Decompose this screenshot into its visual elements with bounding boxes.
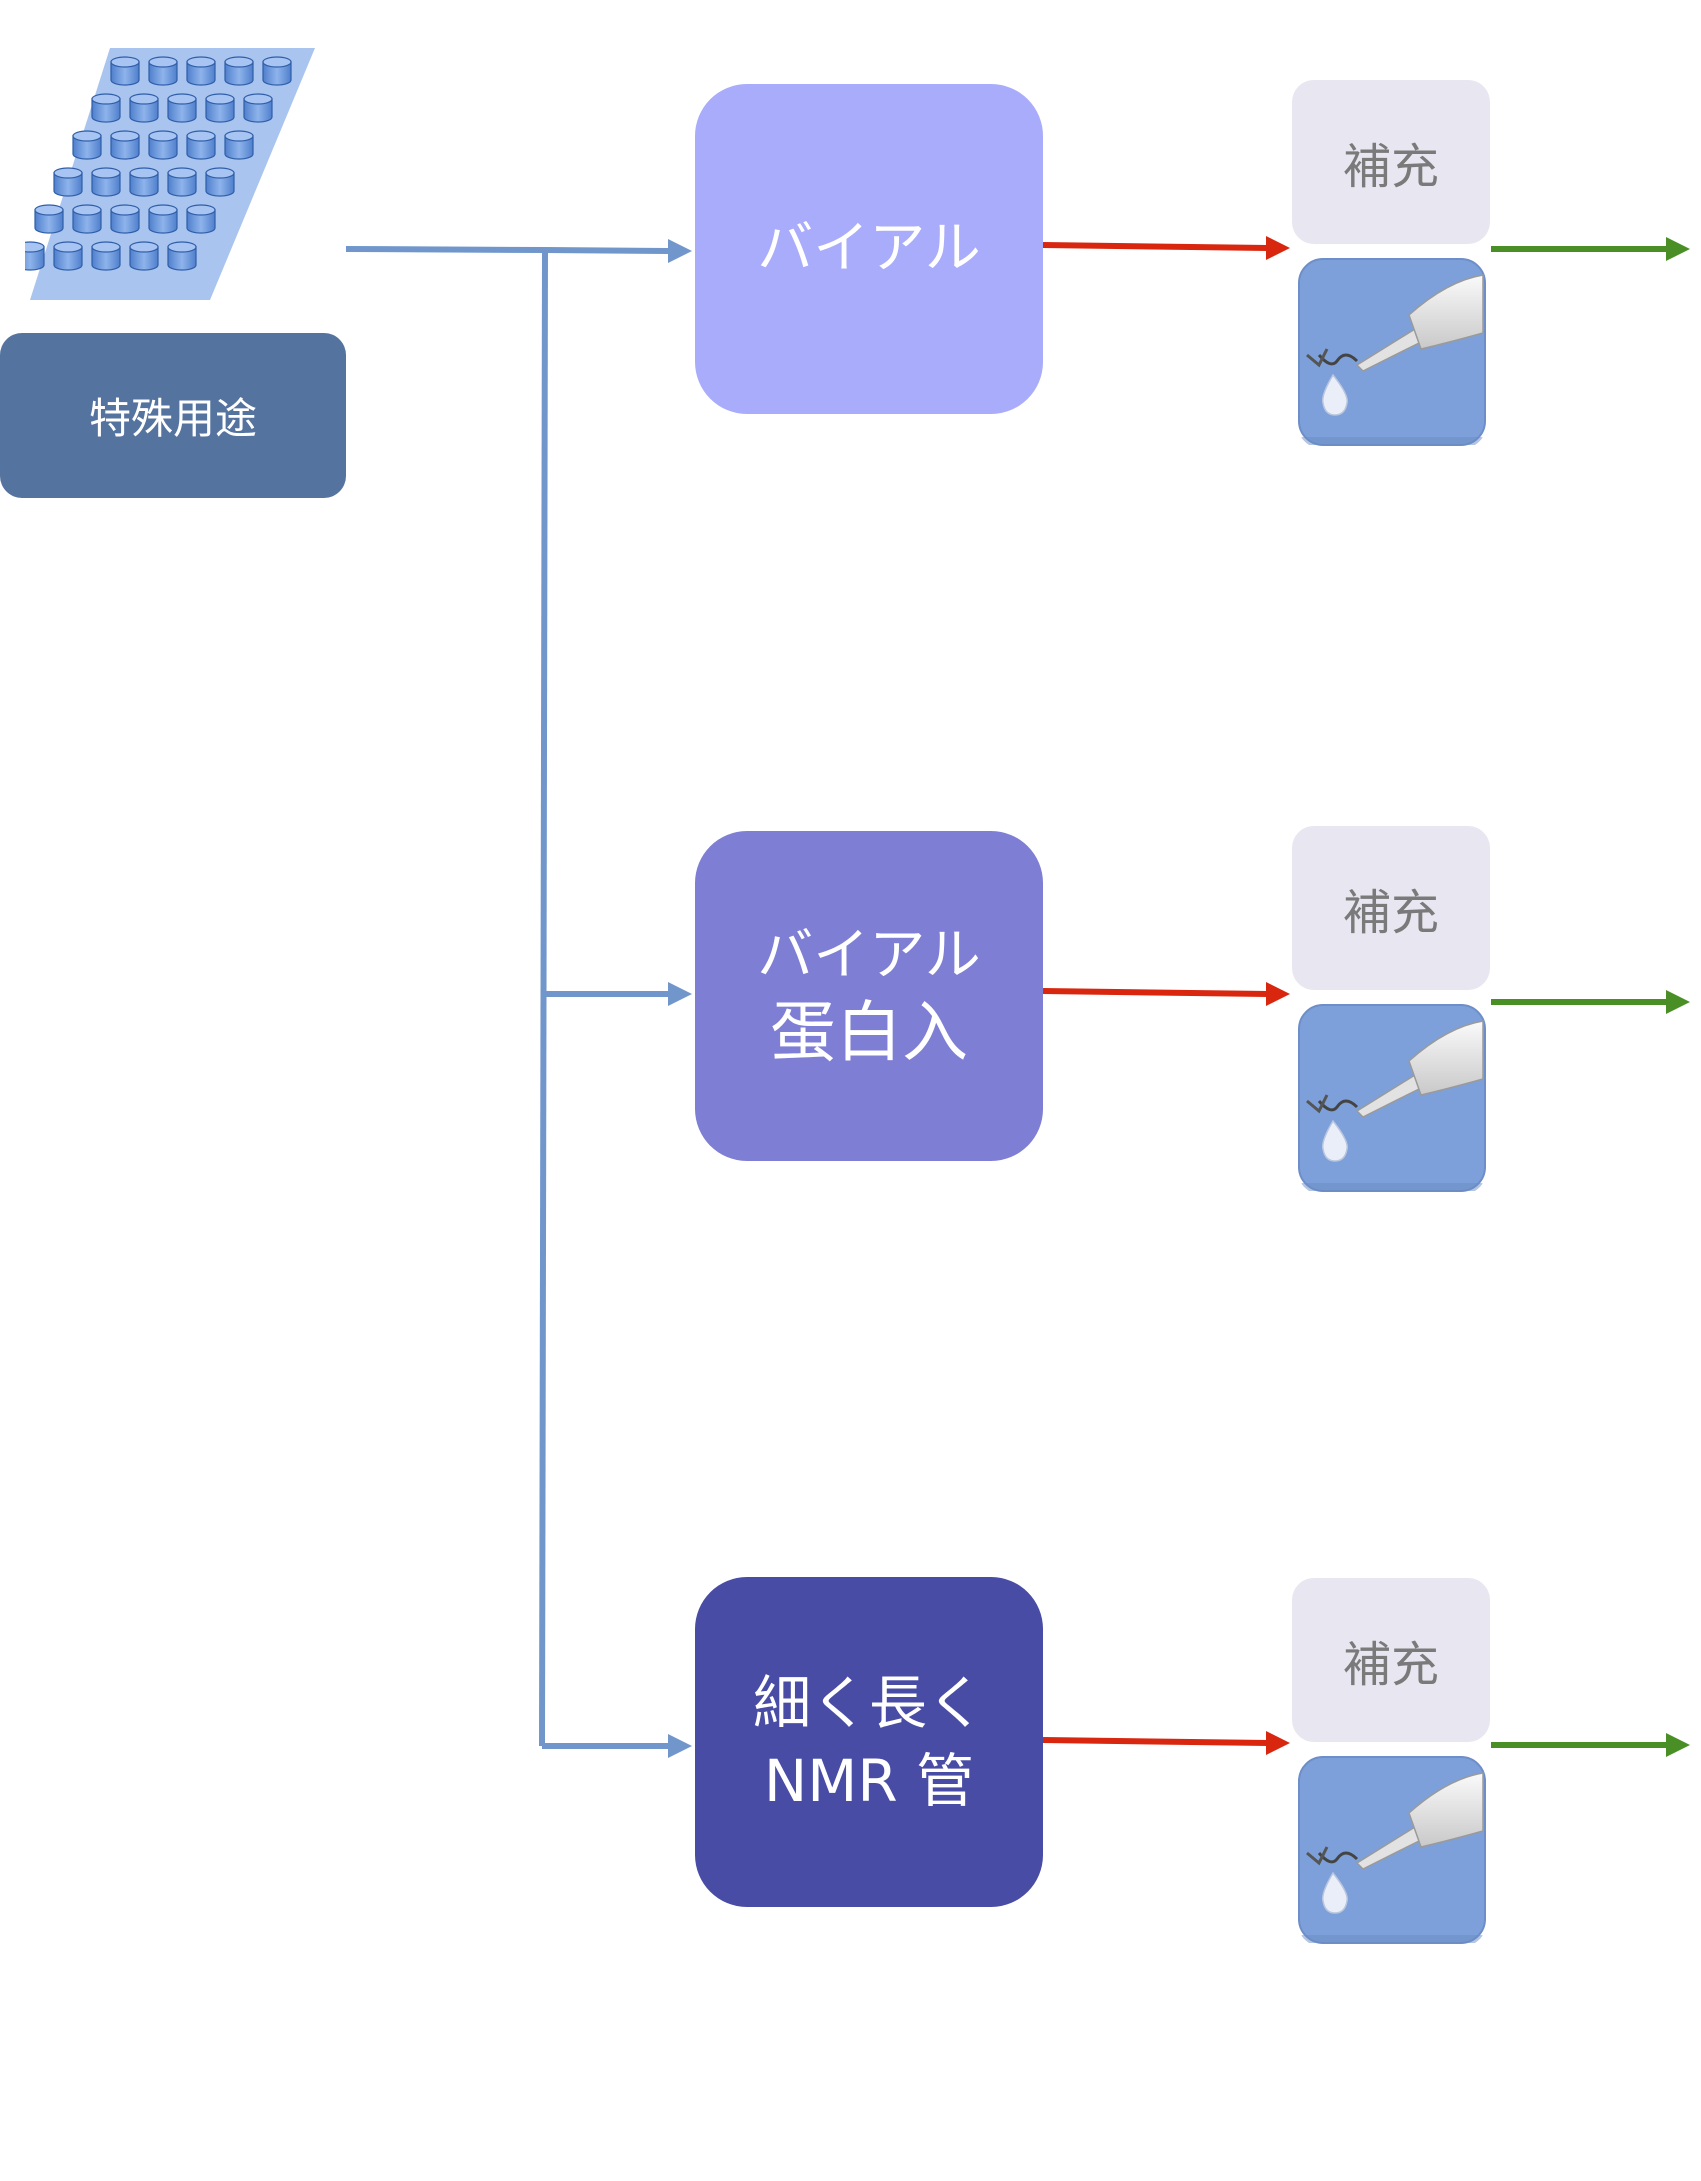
category-label: 細く長く xyxy=(752,1668,985,1737)
well xyxy=(148,56,178,86)
well xyxy=(243,93,273,123)
well xyxy=(129,93,159,123)
well xyxy=(110,204,140,234)
well xyxy=(91,93,121,123)
well xyxy=(129,167,159,197)
well xyxy=(262,56,292,86)
well xyxy=(72,204,102,234)
well xyxy=(186,204,216,234)
well xyxy=(167,167,197,197)
special-use-label: 特殊用途 xyxy=(88,394,257,443)
red-arrow-1 xyxy=(1042,236,1290,260)
well xyxy=(167,241,197,271)
special-use-box: 特殊用途 xyxy=(0,333,346,498)
well xyxy=(205,93,235,123)
well xyxy=(72,130,102,160)
dropper-bottle-icon xyxy=(1297,1003,1487,1193)
category-box-vial: バイアル xyxy=(695,84,1043,414)
green-arrow-2 xyxy=(1491,990,1690,1014)
well xyxy=(91,241,121,271)
refill-label: 補充 xyxy=(1342,885,1439,941)
green-arrow-1 xyxy=(1491,237,1690,261)
category-sublabel: NMR 管 xyxy=(763,1747,975,1815)
well xyxy=(34,204,64,234)
refill-box: 補充 xyxy=(1292,80,1490,244)
dropper-bottle-icon xyxy=(1297,257,1487,447)
refill-box: 補充 xyxy=(1292,826,1490,990)
category-box-vial-protein: バイアル 蛋白入 xyxy=(695,831,1043,1161)
refill-box: 補充 xyxy=(1292,1578,1490,1742)
well xyxy=(167,93,197,123)
red-arrow-3 xyxy=(1042,1731,1290,1755)
well xyxy=(110,56,140,86)
well xyxy=(110,130,140,160)
category-box-nmr-tube: 細く長く NMR 管 xyxy=(695,1577,1043,1907)
well xyxy=(205,167,235,197)
well xyxy=(186,56,216,86)
well xyxy=(25,241,45,271)
branch-connector xyxy=(345,246,548,1747)
well xyxy=(53,167,83,197)
red-arrow-2 xyxy=(1042,982,1290,1006)
well xyxy=(91,167,121,197)
branch-arrow-1 xyxy=(544,239,692,263)
dropper-bottle-icon xyxy=(1297,1755,1487,1945)
green-arrow-3 xyxy=(1491,1733,1690,1757)
well xyxy=(224,130,254,160)
category-sublabel: 蛋白入 xyxy=(770,993,968,1071)
refill-label: 補充 xyxy=(1342,139,1439,195)
well xyxy=(148,204,178,234)
well xyxy=(53,241,83,271)
refill-label: 補充 xyxy=(1342,1637,1439,1693)
well xyxy=(129,241,159,271)
well xyxy=(224,56,254,86)
well xyxy=(186,130,216,160)
category-label: バイアル xyxy=(757,923,981,988)
category-label: バイアル xyxy=(757,215,981,281)
branch-arrow-3 xyxy=(542,1734,692,1758)
branch-arrow-2 xyxy=(543,982,692,1006)
well-plate-icon xyxy=(25,48,315,300)
well xyxy=(148,130,178,160)
